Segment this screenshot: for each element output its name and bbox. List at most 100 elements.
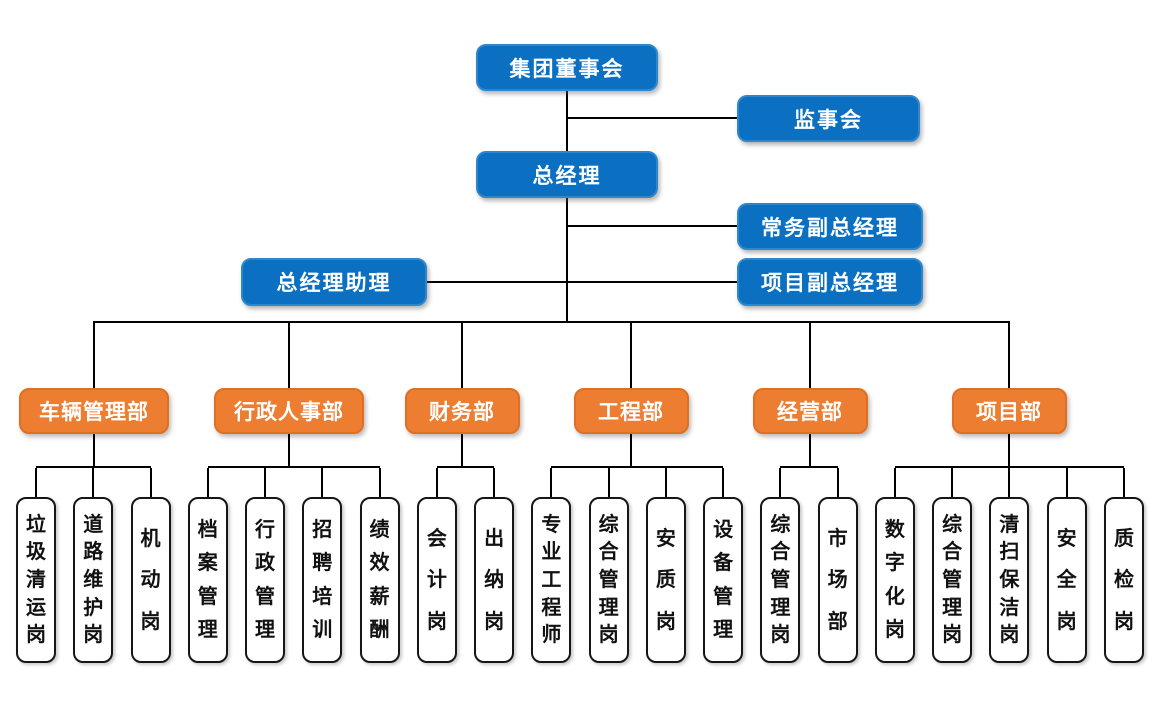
position-label-char: 运 (26, 596, 46, 619)
box-position-2-1: 出纳岗 (474, 497, 515, 663)
box-position-3-3: 设备管理 (703, 497, 744, 663)
position-label-char: 合 (770, 541, 791, 564)
box-gm-assistant: 总经理助理 (241, 258, 427, 306)
connector-child-bus-to-position (836, 468, 839, 497)
position-label-char: 岗 (655, 610, 676, 633)
box-position-5-0: 数字化岗 (874, 497, 915, 663)
box-supervisory-board-label: 监事会 (794, 108, 863, 132)
position-label-char: 培 (312, 585, 333, 608)
position-label-char: 场 (827, 569, 848, 591)
connector-bus-to-department (288, 323, 290, 388)
box-department-3-label: 工程部 (598, 401, 664, 424)
child-bus-line (551, 466, 724, 468)
position-label-char: 清 (999, 513, 1020, 536)
box-exec-vice-gm-label: 常务副总经理 (761, 216, 899, 240)
connector-bus-to-department (461, 323, 463, 388)
position-label-char: 纳 (484, 569, 505, 591)
connector-child-bus-to-position (206, 468, 209, 497)
connector-child-bus-to-position (550, 468, 553, 497)
position-label-char: 行 (255, 519, 276, 542)
position-label-char: 全 (1056, 569, 1077, 591)
position-label-char: 综 (598, 513, 619, 536)
position-label-char: 字 (884, 552, 905, 575)
connector-board-to-gm (566, 91, 568, 152)
connector-child-bus-to-position (92, 468, 95, 497)
position-label-char: 圾 (26, 541, 46, 564)
position-label-char: 理 (255, 618, 276, 641)
box-board-of-directors-label: 集团董事会 (509, 57, 625, 81)
box-project-vice-gm: 项目副总经理 (737, 258, 923, 306)
box-position-5-2: 清扫保洁岗 (989, 497, 1030, 663)
position-label-char: 岗 (26, 624, 46, 647)
box-supervisory-board: 监事会 (737, 95, 920, 142)
position-label-char: 护 (83, 596, 104, 619)
box-department-5-label: 项目部 (976, 401, 1042, 424)
box-department-1-label: 行政人事部 (234, 401, 344, 424)
position-label-char: 管 (197, 585, 218, 608)
position-label-char: 管 (770, 568, 791, 591)
position-label-char: 道 (83, 513, 104, 536)
box-board-of-directors: 集团董事会 (476, 44, 658, 91)
box-position-5-3: 安全岗 (1046, 497, 1087, 663)
box-department-5: 项目部 (951, 388, 1067, 434)
connector-assistant-to-project-vice-gm (427, 281, 737, 283)
box-department-0: 车辆管理部 (19, 388, 169, 434)
connector-child-bus-to-position (779, 468, 782, 497)
position-label-char: 岗 (942, 624, 963, 647)
connector-bus-to-department (1008, 323, 1010, 388)
child-bus-line (36, 466, 151, 468)
position-label-char: 岗 (426, 610, 447, 633)
position-label-char: 路 (83, 541, 104, 564)
box-position-5-1: 综合管理岗 (932, 497, 973, 663)
position-label-char: 岗 (83, 624, 104, 647)
position-label-char: 综 (770, 513, 791, 536)
box-exec-vice-gm: 常务副总经理 (737, 203, 923, 250)
box-department-2: 财务部 (404, 388, 520, 434)
connector-bus-to-department (630, 323, 632, 388)
position-label-char: 聘 (312, 552, 333, 575)
child-bus-line (780, 466, 838, 468)
connector-child-bus-to-position (951, 468, 954, 497)
position-label-char: 岗 (484, 610, 505, 633)
connector-child-bus-to-position (435, 468, 438, 497)
position-label-char: 工 (541, 568, 562, 591)
box-position-1-2: 招聘培训 (302, 497, 343, 663)
box-general-manager: 总经理 (476, 151, 658, 198)
connector-child-bus-to-position (35, 468, 37, 497)
box-department-4-label: 经营部 (777, 401, 843, 424)
position-label-char: 绩 (369, 519, 390, 542)
position-label-char: 理 (770, 596, 791, 619)
position-label-char: 管 (713, 585, 734, 608)
connector-child-bus-to-position (264, 468, 267, 497)
connector-department-to-child-bus (288, 434, 290, 468)
position-label-char: 案 (197, 552, 218, 575)
connector-department-to-child-bus (461, 434, 463, 468)
connector-department-to-child-bus (93, 434, 95, 468)
department-bus-line (93, 321, 1010, 323)
connector-child-bus-to-position (378, 468, 381, 497)
connector-child-bus-to-position (893, 468, 896, 497)
position-label-char: 设 (713, 519, 734, 542)
position-label-char: 程 (541, 596, 562, 619)
position-label-char: 检 (1113, 569, 1134, 591)
position-label-char: 保 (999, 568, 1020, 591)
box-position-1-3: 绩效薪酬 (359, 497, 400, 663)
connector-bus-to-department (93, 323, 95, 388)
position-label-char: 岗 (770, 624, 791, 647)
position-label-char: 岗 (598, 624, 619, 647)
position-label-char: 训 (312, 618, 333, 641)
position-label-char: 洁 (999, 596, 1020, 619)
position-label-char: 出 (484, 527, 505, 550)
position-label-char: 备 (713, 552, 734, 575)
position-label-char: 政 (255, 552, 276, 575)
connector-child-bus-to-position (321, 468, 324, 497)
connector-to-supervisory (567, 117, 737, 119)
box-position-0-1: 道路维护岗 (73, 497, 114, 663)
position-label-char: 合 (598, 541, 619, 564)
position-label-char: 理 (942, 596, 963, 619)
box-general-manager-label: 总经理 (532, 164, 602, 188)
position-label-char: 市 (827, 527, 848, 550)
connector-child-bus-to-position (664, 468, 667, 497)
connector-department-to-child-bus (1008, 434, 1010, 468)
box-department-3: 工程部 (573, 388, 689, 434)
